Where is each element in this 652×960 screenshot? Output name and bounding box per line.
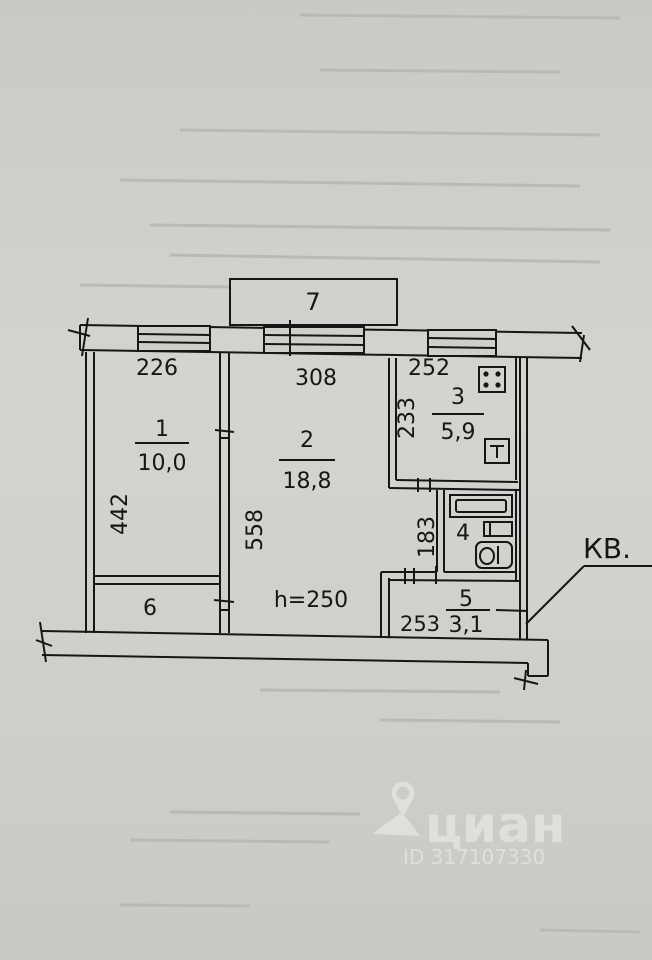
balcony-number: 7: [305, 288, 320, 316]
room-3-number: 3: [451, 385, 465, 410]
kitchen-width-dimension: 252: [408, 356, 450, 381]
watermark-brand: циан: [425, 796, 565, 854]
washbasin-icon: [483, 521, 513, 537]
stove-icon: [478, 366, 506, 393]
room-2-width-dimension: 308: [295, 366, 337, 391]
background-text-lines: [79, 13, 641, 934]
kitchen-sink-icon: [484, 438, 510, 464]
room-6-number: 6: [143, 596, 157, 621]
room-4-number: 4: [456, 521, 470, 546]
watermark: циан ID 317107330: [372, 781, 565, 869]
location-pin-icon: [372, 781, 420, 836]
watermark-id: ID 317107330: [403, 845, 545, 869]
interior-walls: [85, 352, 529, 640]
room-2-area: 18,8: [283, 469, 332, 494]
room-2-length-dimension: 558: [243, 509, 268, 551]
windows-top: [137, 320, 497, 357]
room-2-number: 2: [300, 428, 314, 453]
room-1-area: 10,0: [138, 451, 187, 476]
hall-width-dimension: 253: [400, 612, 440, 636]
room-1-length-dimension: 442: [108, 493, 133, 535]
room-1-number: 1: [155, 417, 169, 442]
exterior-wall-bottom: [35, 621, 549, 691]
apartment-leader-line: [525, 565, 652, 625]
bathtub-icon: [449, 494, 513, 518]
kitchen-length-dimension: 233: [395, 397, 420, 439]
apartment-label: КВ.: [583, 532, 631, 565]
room-5-area: 3,1: [449, 613, 484, 638]
toilet-icon: [475, 541, 513, 569]
room-3-area: 5,9: [441, 420, 476, 445]
ceiling-height-label: h=250: [274, 588, 348, 613]
room-5-number: 5: [459, 587, 473, 612]
balcony: [229, 278, 398, 326]
room-1-width-dimension: 226: [136, 356, 178, 381]
bath-length-dimension: 183: [415, 516, 440, 558]
